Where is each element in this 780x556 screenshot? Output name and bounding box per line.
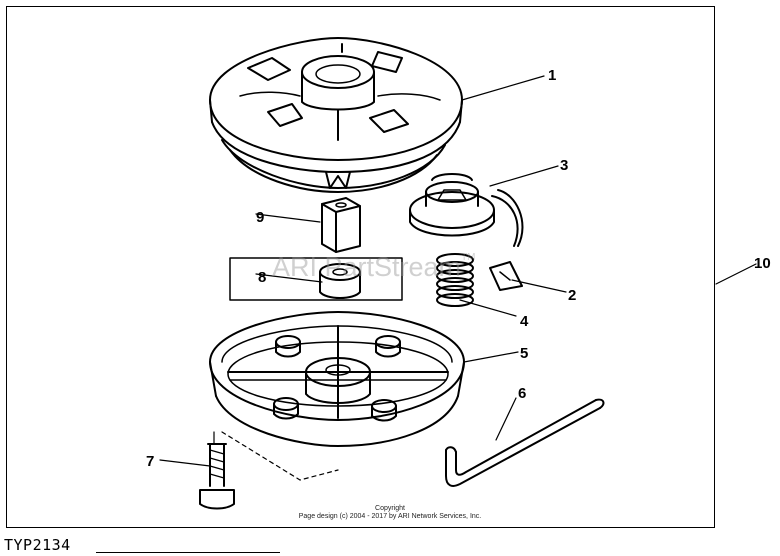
callout-1[interactable]: 1 [548,67,556,84]
diagram-frame [6,6,715,528]
part-5-base-pulley[interactable] [209,311,465,447]
part-8-bushing[interactable] [229,257,403,301]
callout-10[interactable]: 10 [754,255,771,272]
leader-lines [159,75,757,467]
callout-3[interactable]: 3 [560,157,568,174]
part-4-spring[interactable] [436,253,474,307]
copyright-line-1: Copyright [375,505,405,512]
callout-6[interactable]: 6 [518,385,526,402]
reference-underline [96,552,280,553]
copyright-line-2: Page design (c) 2004 - 2017 by ARI Netwo… [298,513,482,520]
part-2-clip[interactable] [489,261,523,291]
callout-8[interactable]: 8 [258,269,266,286]
callout-9[interactable]: 9 [256,209,264,226]
assembly-guide-line [221,431,339,481]
callout-2[interactable]: 2 [568,287,576,304]
watermark-text: ARI PartStream [272,252,462,282]
watermark-trademark: TM [461,252,476,263]
callout-5[interactable]: 5 [520,345,528,362]
part-6-hex-key[interactable] [445,398,605,487]
part-3-spring-cap[interactable] [409,173,524,247]
part-1-pulley[interactable] [209,37,463,193]
watermark: ARI PartStreamTM [272,252,476,283]
callout-7[interactable]: 7 [146,453,154,470]
callout-4[interactable]: 4 [520,313,529,330]
diagram-reference-code: TYP2134 [4,536,71,554]
part-9-block[interactable] [321,197,361,253]
part-7-bolt[interactable] [199,431,235,510]
copyright-notice: Copyright Page design (c) 2004 - 2017 by… [240,505,540,521]
